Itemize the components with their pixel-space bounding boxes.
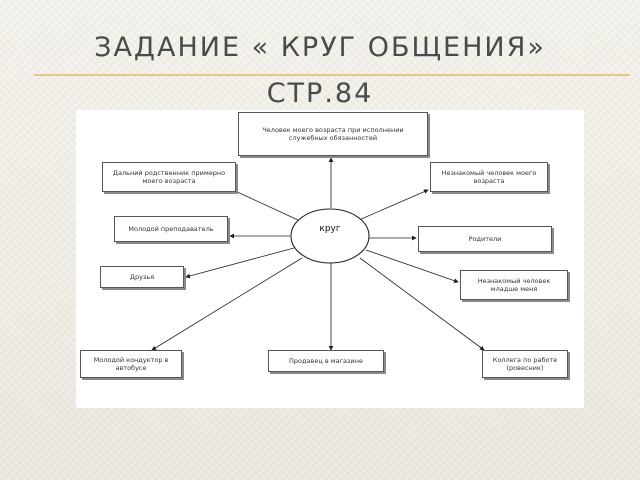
center-circle [290, 208, 370, 264]
slide-title-line2: СТР.84 [266, 78, 374, 109]
box-top: Человек моего возраста при исполнении сл… [238, 112, 428, 156]
arrow-right [365, 249, 459, 283]
arrow-bottom-right [359, 257, 485, 351]
diagram-panel: круг Человек моего возраста при исполнен… [76, 110, 584, 408]
slide-title-line1: ЗАДАНИЕ « КРУГ ОБЩЕНИЯ» [94, 32, 546, 63]
box-right: Незнакомый человек младше меня [460, 270, 568, 300]
box-upper-left: Дальний родственник примерно моего возра… [102, 162, 236, 192]
arrow-upper-left [232, 189, 299, 221]
arrow-bottom-left [151, 257, 303, 351]
box-left: Друзья [100, 266, 184, 288]
title-divider [34, 74, 630, 76]
box-mid-right: Родители [418, 226, 552, 252]
diagram-arrows [151, 157, 485, 351]
arrow-upper-right [358, 189, 429, 221]
box-bottom-left: Молодой кондуктор в автобусе [80, 350, 182, 378]
center-label: круг [319, 224, 341, 234]
box-mid-left: Молодой преподаватель [114, 216, 228, 242]
box-bottom: Продавец в магазине [268, 350, 384, 372]
arrow-left [185, 247, 295, 279]
box-bottom-right: Коллега по работе (ровесник) [482, 350, 568, 378]
box-upper-right: Незнакомый человек моего возраста [430, 162, 548, 192]
